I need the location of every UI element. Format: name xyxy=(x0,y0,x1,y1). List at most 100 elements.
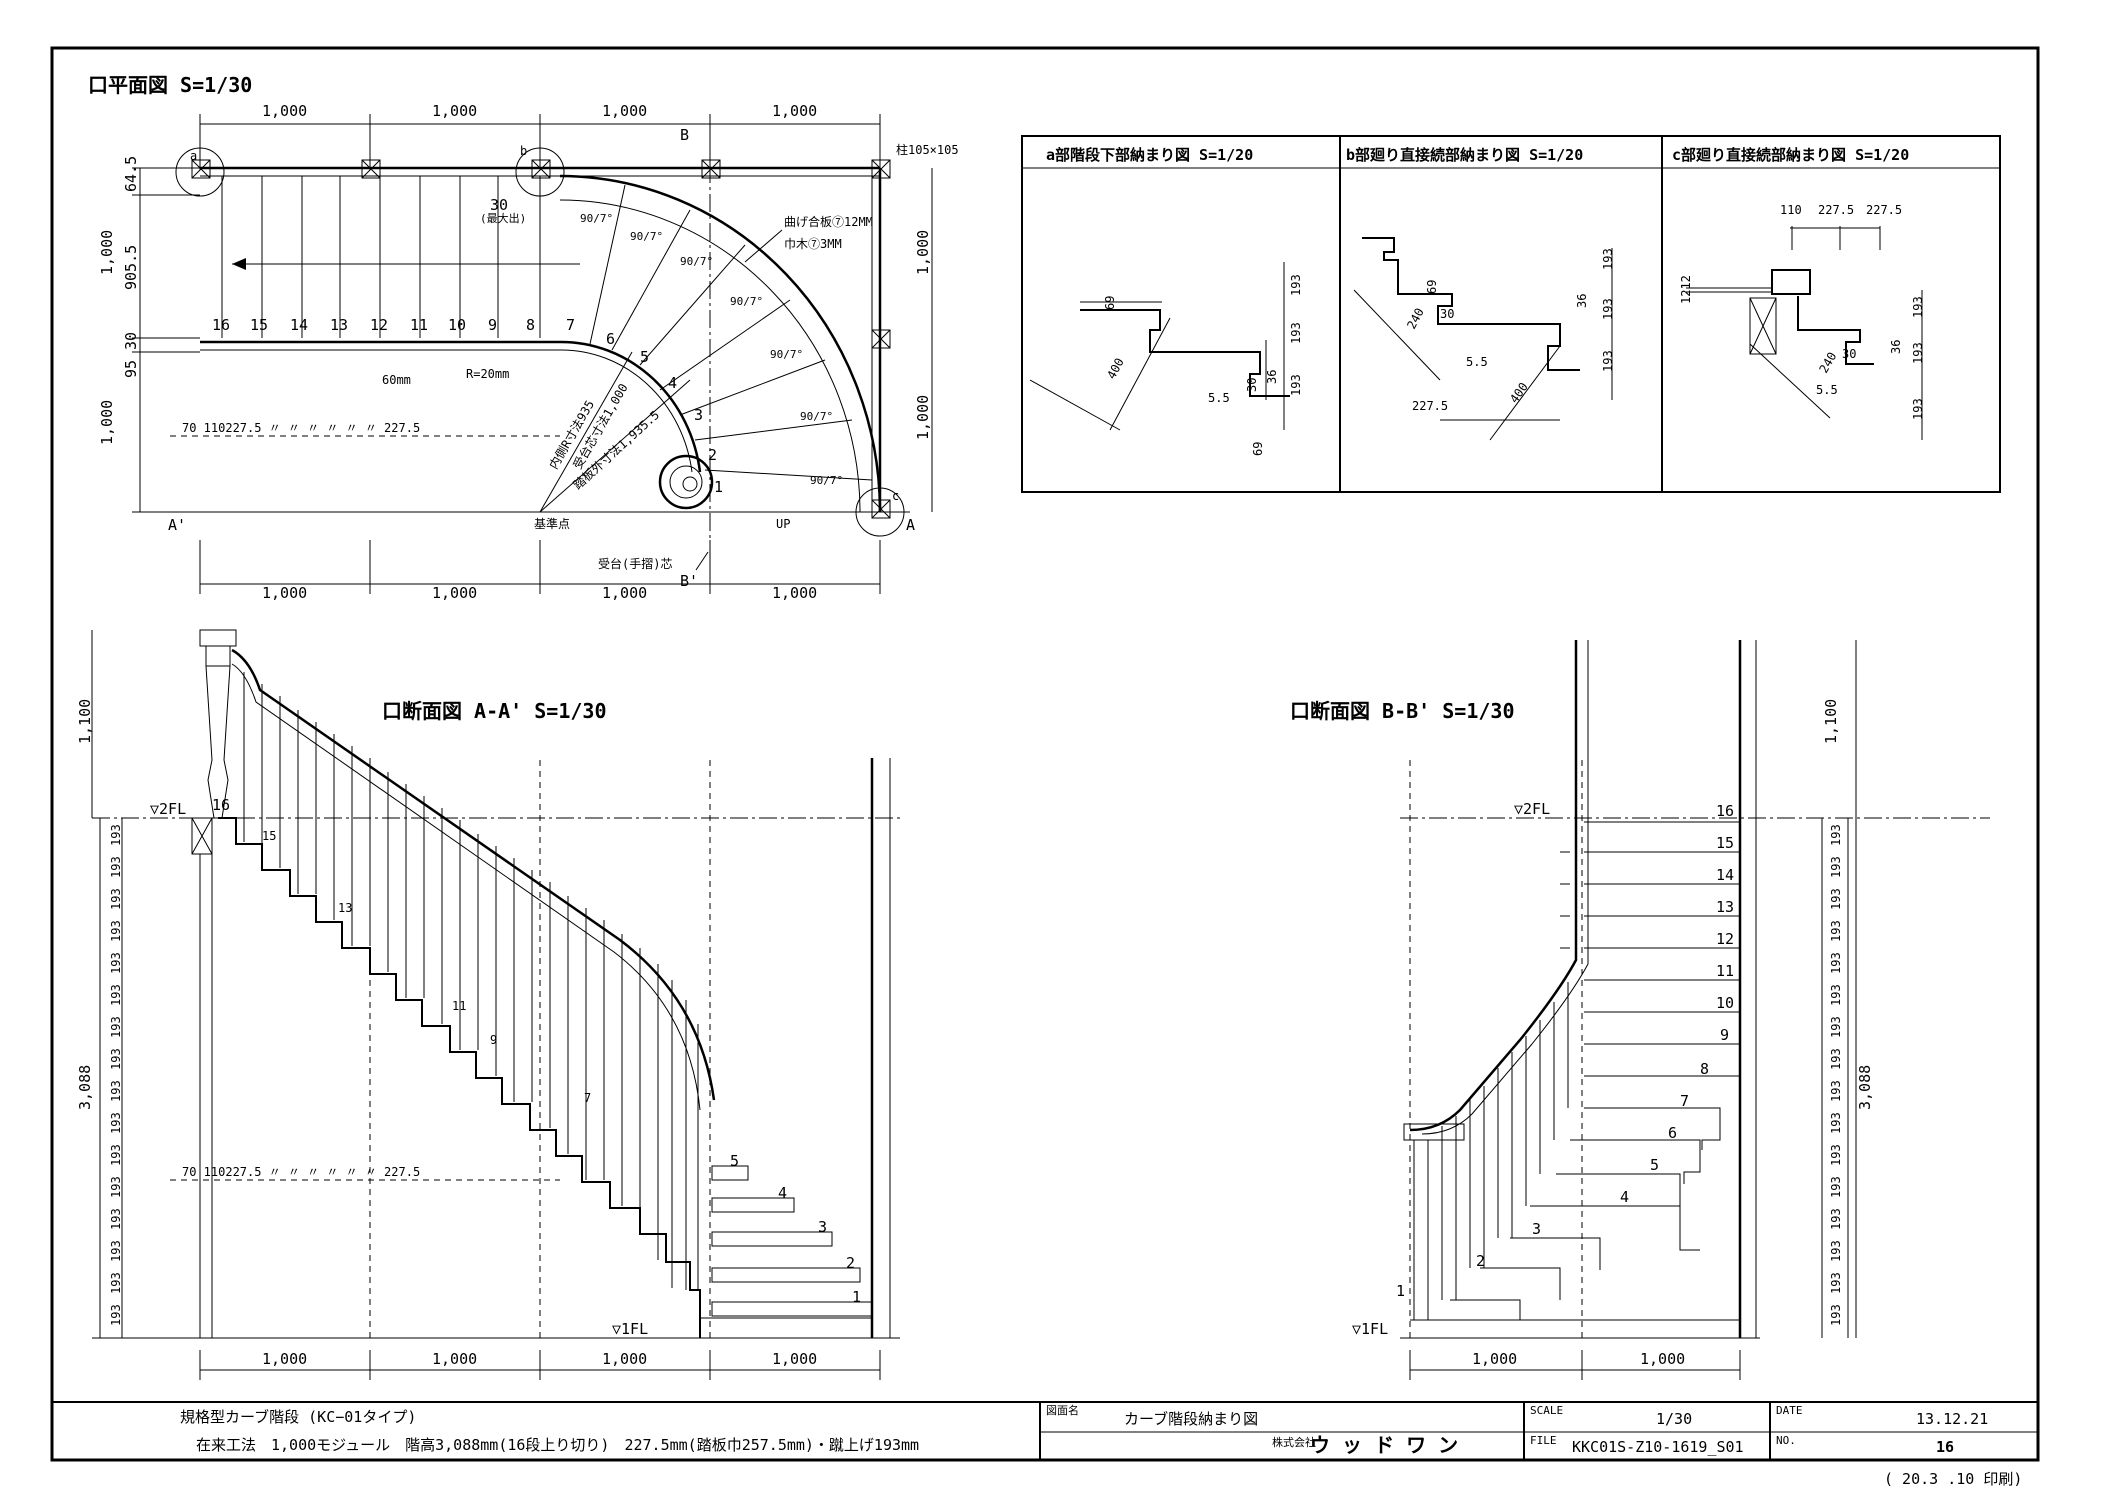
svg-text:12: 12 xyxy=(1716,930,1734,948)
title-date-label: DATE xyxy=(1776,1404,1803,1417)
svg-text:14: 14 xyxy=(290,316,308,334)
detail-a-dim-36: 36 xyxy=(1265,370,1279,384)
plan-posts xyxy=(191,159,891,519)
detail-c-dim-2275a: 227.5 xyxy=(1818,203,1854,217)
svg-text:15: 15 xyxy=(262,829,276,843)
svg-text:5: 5 xyxy=(1650,1156,1659,1174)
svg-text:1: 1 xyxy=(852,1288,861,1306)
plan-left-dim-1: 64.5 xyxy=(122,156,140,192)
svg-text:5: 5 xyxy=(730,1152,739,1170)
svg-text:11: 11 xyxy=(452,999,466,1013)
svg-text:2: 2 xyxy=(708,446,717,464)
svg-text:193: 193 xyxy=(109,952,123,974)
plan-top-dim-2: 1,000 xyxy=(432,102,477,120)
svg-text:90/7°: 90/7° xyxy=(630,230,663,243)
section-bb-riser-dims: 193 193 193 193 193 193 193 193 193 193 … xyxy=(1829,824,1843,1326)
plan-right-dim-2: 1,000 xyxy=(914,395,932,440)
svg-text:1: 1 xyxy=(1396,1282,1405,1300)
detail-c-dim-36: 36 xyxy=(1889,340,1903,354)
section-bb-fl2: ▽2FL xyxy=(1514,800,1550,818)
svg-text:193: 193 xyxy=(109,1048,123,1070)
section-aa-fl2: ▽2FL xyxy=(150,800,186,818)
detail-c-dim-2275b: 227.5 xyxy=(1866,203,1902,217)
svg-text:11: 11 xyxy=(1716,962,1734,980)
section-bb-step-numbers: 16 15 14 13 12 11 10 9 8 7 6 5 4 3 2 1 xyxy=(1396,802,1734,1300)
svg-text:193: 193 xyxy=(1829,1176,1843,1198)
title-drawing-name: カーブ階段納まり図 xyxy=(1124,1410,1258,1428)
svg-text:11: 11 xyxy=(410,316,428,334)
svg-text:193: 193 xyxy=(1829,1112,1843,1134)
svg-text:4: 4 xyxy=(1620,1188,1629,1206)
svg-text:193: 193 xyxy=(1829,1272,1843,1294)
detail-a-dim-69: 69 xyxy=(1103,296,1117,310)
section-bb-bottom-dim-1: 1,000 xyxy=(1472,1350,1517,1368)
svg-text:90/7°: 90/7° xyxy=(580,212,613,225)
title-date: 13.12.21 xyxy=(1916,1410,1988,1428)
svg-text:193: 193 xyxy=(1829,856,1843,878)
section-aa-riser-dims: 193 193 193 193 193 193 193 193 193 193 … xyxy=(109,824,123,1326)
svg-text:15: 15 xyxy=(250,316,268,334)
svg-text:7: 7 xyxy=(566,316,575,334)
svg-text:4: 4 xyxy=(668,374,677,392)
detail-a-dim-193c: 193 xyxy=(1289,374,1303,396)
section-bb-fl1: ▽1FL xyxy=(1352,1320,1388,1338)
section-aa-bottom-dim-2: 1,000 xyxy=(432,1350,477,1368)
svg-text:2: 2 xyxy=(846,1254,855,1272)
section-aa-step-numbers: 16 15 13 11 9 7 xyxy=(212,796,591,1105)
title-company: ウ ッ ド ワ ン xyxy=(1310,1433,1458,1457)
title-scale: 1/30 xyxy=(1656,1410,1692,1428)
plan-title: 口平面図 S=1/30 xyxy=(88,73,252,97)
section-aa-balusters xyxy=(243,672,699,1290)
svg-text:193: 193 xyxy=(1829,952,1843,974)
detail-b-dim-193c: 193 xyxy=(1601,350,1615,372)
svg-text:90/7°: 90/7° xyxy=(730,295,763,308)
section-aa-fl1: ▽1FL xyxy=(612,1320,648,1338)
svg-text:193: 193 xyxy=(1829,920,1843,942)
plan-left-dim-4: 30 xyxy=(122,332,140,350)
title-company-label: 株式会社 xyxy=(1272,1435,1316,1449)
plan-r-label: R=20mm xyxy=(466,367,509,381)
section-aa-handrail-height: 1,100 xyxy=(76,699,94,744)
svg-text:193: 193 xyxy=(109,1304,123,1326)
section-bb-balusters xyxy=(1413,982,1569,1320)
svg-text:193: 193 xyxy=(109,984,123,1006)
section-aa-bottom-dim-4: 1,000 xyxy=(772,1350,817,1368)
detail-a-dim-193a: 193 xyxy=(1289,274,1303,296)
svg-text:13: 13 xyxy=(338,901,352,915)
svg-text:193: 193 xyxy=(1829,1048,1843,1070)
svg-text:16: 16 xyxy=(212,796,230,814)
svg-text:1: 1 xyxy=(714,478,723,496)
detail-c-dim-193c: 193 xyxy=(1911,398,1925,420)
title-block: 規格型カーブ階段 (KC−01タイプ) 在来工法 1,000モジュール 階高3,… xyxy=(52,1401,2038,1488)
detail-a-dim-55: 5.5 xyxy=(1208,391,1230,405)
title-no-label: NO. xyxy=(1776,1434,1796,1447)
plan-bend-label: 曲げ合板⑦12MM xyxy=(784,214,873,229)
svg-text:9: 9 xyxy=(488,316,497,334)
plan-marker-A-right: A xyxy=(906,516,915,534)
detail-c-dim-193a: 193 xyxy=(1911,296,1925,318)
svg-text:90/7°: 90/7° xyxy=(800,410,833,423)
svg-text:90/7°: 90/7° xyxy=(680,255,713,268)
plan-marker-c: c xyxy=(892,489,899,503)
detail-c-dim-193b: 193 xyxy=(1911,342,1925,364)
svg-text:15: 15 xyxy=(1716,834,1734,852)
plan-top-note: 30 xyxy=(490,196,508,214)
svg-text:2: 2 xyxy=(1476,1252,1485,1270)
svg-text:9: 9 xyxy=(490,1033,497,1047)
svg-text:193: 193 xyxy=(109,1272,123,1294)
plan-handrail-center: 受台(手摺)芯 xyxy=(598,556,672,571)
section-aa-bottom-dim-3: 1,000 xyxy=(602,1350,647,1368)
section-aa-bottom-dim-1: 1,000 xyxy=(262,1350,307,1368)
svg-text:10: 10 xyxy=(1716,994,1734,1012)
svg-text:5: 5 xyxy=(640,348,649,366)
svg-text:193: 193 xyxy=(109,1144,123,1166)
svg-text:7: 7 xyxy=(584,1091,591,1105)
plan-left-dim-3: 1,000 xyxy=(98,230,116,275)
sheet-border xyxy=(50,46,2040,1462)
plan-marker-b: b xyxy=(520,144,527,158)
detail-panels: a部階段下部納まり図 S=1/20 b部廻り直接続部納まり図 S=1/20 c部… xyxy=(1021,135,2001,493)
plan-up: UP xyxy=(776,517,790,531)
plan-mm-label: 60mm xyxy=(382,373,411,387)
svg-text:193: 193 xyxy=(109,1240,123,1262)
plan-bottom-dim-2: 1,000 xyxy=(432,584,477,602)
